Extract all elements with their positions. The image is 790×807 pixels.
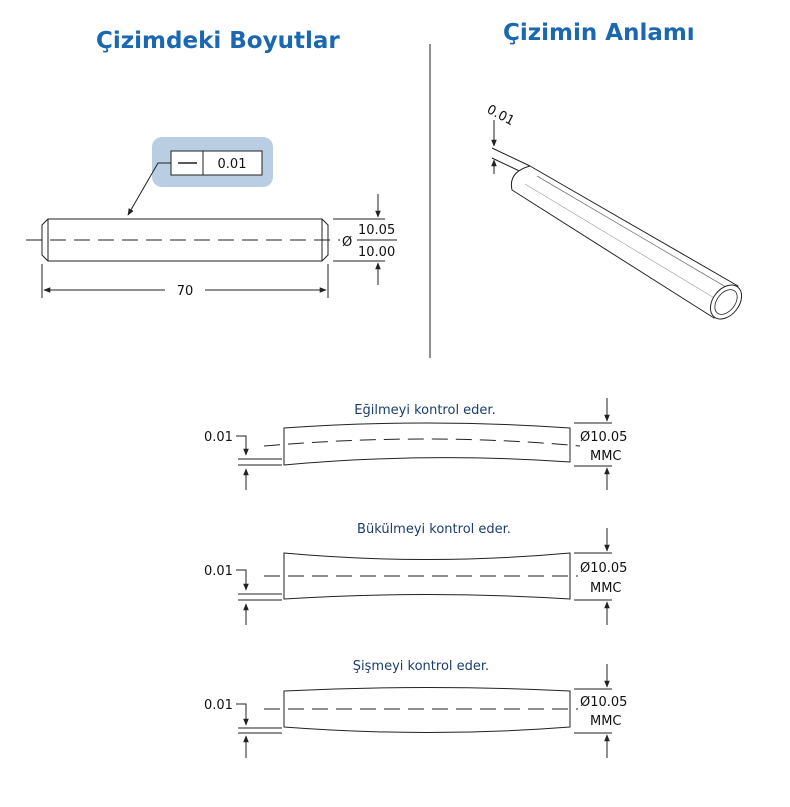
diameter-lower-limit: 10.00: [358, 245, 395, 260]
case-caption: Bükülmeyi kontrol eder.: [357, 522, 511, 537]
diameter-upper-limit: 10.05: [358, 223, 395, 238]
right-panel-title: Çizimin Anlamı: [503, 20, 695, 46]
leader-line: [127, 162, 171, 216]
case-size: Ø10.05: [580, 561, 627, 576]
case-caption: Eğilmeyi kontrol eder.: [354, 403, 495, 418]
case-size: Ø10.05: [580, 695, 627, 710]
case-buckling: Bükülmeyi kontrol eder. 0.01 Ø10.05 MMC: [204, 522, 627, 625]
case-caption: Şişmeyi kontrol eder.: [353, 659, 489, 674]
case-condition: MMC: [590, 714, 622, 729]
case-tolerance: 0.01: [204, 698, 233, 713]
case-condition: MMC: [590, 449, 622, 464]
pin-isometric: 0.01: [484, 102, 743, 320]
cylinder-end: [709, 284, 743, 320]
waisted-pin-outline: [283, 552, 571, 600]
bent-pin-outline: [283, 422, 571, 466]
case-bending: Eğilmeyi kontrol eder. 0.01 Ø10.05 MMC: [204, 398, 627, 490]
case-size: Ø10.05: [580, 430, 627, 445]
case-barreling: Şişmeyi kontrol eder. 0.01 Ø10.05 MMC: [204, 659, 627, 758]
left-panel-title: Çizimdeki Boyutlar: [96, 28, 340, 54]
barreled-pin-outline: [283, 687, 571, 733]
case-condition: MMC: [590, 581, 622, 596]
case-tolerance: 0.01: [204, 564, 233, 579]
cylinder-body: [510, 165, 739, 319]
diameter-symbol: Ø: [342, 235, 352, 250]
length-dimension: 70: [177, 284, 194, 299]
pin-drawing: 0.01 Ø 10.05 10.00 70: [26, 137, 397, 299]
case-tolerance: 0.01: [204, 430, 233, 445]
tolerance-value: 0.01: [218, 157, 247, 172]
tolerance-zone-label: 0.01: [484, 102, 517, 129]
